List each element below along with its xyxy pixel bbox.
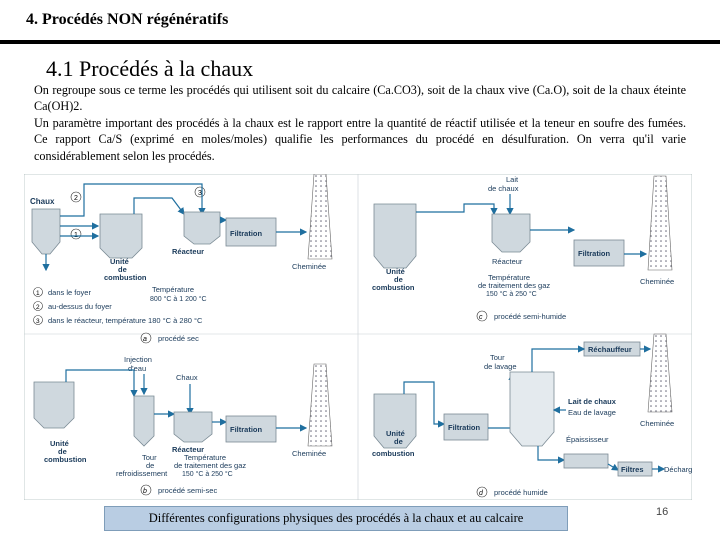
svg-text:Réacteur: Réacteur (172, 445, 204, 454)
svg-text:b: b (143, 488, 147, 495)
process-diagram: Chaux 2 1 3 Unité de combustion Réacteur… (24, 174, 692, 500)
svg-text:Cheminée: Cheminée (292, 449, 326, 458)
c-filtration-box (573, 239, 625, 267)
a-silo (31, 208, 61, 255)
svg-text:Eau de lavage: Eau de lavage (568, 408, 616, 417)
svg-text:Filtration: Filtration (448, 423, 480, 432)
svg-text:Température: Température (488, 273, 530, 282)
svg-text:de: de (394, 437, 403, 446)
svg-text:Unité: Unité (386, 429, 405, 438)
svg-text:Unité: Unité (50, 439, 69, 448)
svg-text:Épaississeur: Épaississeur (566, 435, 609, 444)
svg-text:800 °C à 1 200 °C: 800 °C à 1 200 °C (150, 295, 207, 303)
svg-text:refroidissement: refroidissement (116, 469, 168, 478)
svg-text:Tour: Tour (490, 353, 505, 362)
svg-text:dans le foyer: dans le foyer (48, 288, 91, 297)
svg-text:de lavage: de lavage (484, 362, 517, 371)
svg-text:au-dessus du foyer: au-dessus du foyer (48, 302, 112, 311)
svg-text:combustion: combustion (372, 283, 415, 292)
svg-text:Température: Température (152, 285, 194, 294)
b-combustion-unit (33, 381, 75, 429)
d-combustion-unit (373, 393, 417, 449)
svg-text:2: 2 (36, 304, 40, 311)
svg-text:Réacteur: Réacteur (172, 247, 204, 256)
panel-b: Injection d'eau Chaux Unité de combustio… (33, 355, 333, 496)
svg-text:de: de (58, 447, 67, 456)
svg-text:Réacteur: Réacteur (492, 257, 523, 266)
section-subtitle: 4.1 Procédés à la chaux (46, 56, 254, 81)
svg-text:Lait de chaux: Lait de chaux (568, 397, 617, 406)
slide-title: 4. Procédés NON régénératifs (26, 11, 229, 28)
svg-text:dans le réacteur, température: dans le réacteur, température 180 °C à 2… (48, 316, 203, 325)
b-chimney (307, 363, 333, 447)
b-filtration-box (225, 415, 277, 443)
paragraph-2: Un paramètre important des procédés à la… (34, 115, 686, 163)
svg-text:3: 3 (36, 318, 40, 325)
d-washing-tower (509, 371, 555, 447)
svg-text:de traitement des gaz: de traitement des gaz (174, 461, 246, 470)
svg-text:c: c (479, 314, 483, 321)
svg-text:3: 3 (198, 190, 202, 197)
svg-text:Chaux: Chaux (176, 373, 198, 382)
svg-text:procédé semi-humide: procédé semi-humide (494, 312, 566, 321)
svg-text:Réchauffeur: Réchauffeur (588, 345, 632, 354)
a-combustion-unit (99, 213, 143, 259)
a-chaux-label: Chaux (30, 197, 55, 206)
svg-text:Température: Température (184, 453, 226, 462)
svg-text:d'eau: d'eau (128, 364, 146, 373)
svg-text:Décharge: Décharge (664, 465, 692, 474)
figure-caption: Différentes configurations physiques des… (104, 506, 568, 531)
svg-text:2: 2 (74, 195, 78, 202)
svg-text:Injection: Injection (124, 355, 152, 364)
panel-a: Chaux 2 1 3 Unité de combustion Réacteur… (30, 174, 333, 344)
body-text: On regroupe sous ce terme les procédés q… (34, 82, 686, 164)
b-cooling-tower (133, 395, 155, 447)
svg-text:Unité: Unité (110, 257, 129, 266)
svg-text:procédé humide: procédé humide (494, 488, 548, 497)
svg-text:procédé sec: procédé sec (158, 334, 199, 343)
c-combustion-unit (373, 203, 417, 269)
c-chimney (647, 175, 673, 271)
svg-text:Cheminée: Cheminée (640, 277, 674, 286)
svg-text:Unité: Unité (386, 267, 405, 276)
svg-text:Filtration: Filtration (578, 249, 610, 258)
svg-text:de traitement des gaz: de traitement des gaz (478, 281, 550, 290)
svg-text:a: a (143, 336, 147, 343)
page-number: 16 (656, 506, 669, 518)
title-rule (0, 40, 720, 44)
svg-text:de: de (394, 275, 403, 284)
svg-text:d: d (479, 490, 484, 497)
a-num2-circle (70, 191, 82, 203)
a-filtration-box (225, 217, 277, 247)
svg-text:Filtration: Filtration (230, 425, 262, 434)
panel-c: Lait de chaux Unité de combustion Réacte… (372, 175, 674, 322)
svg-text:Filtres: Filtres (621, 465, 644, 474)
svg-text:procédé semi-sec: procédé semi-sec (158, 486, 217, 495)
svg-text:combustion: combustion (104, 273, 147, 282)
svg-text:1: 1 (36, 290, 40, 297)
d-epaississeur-box (563, 453, 609, 469)
svg-text:Lait: Lait (506, 175, 519, 184)
svg-text:Tour: Tour (142, 453, 157, 462)
c-reactor (491, 213, 531, 253)
svg-text:Filtration: Filtration (230, 229, 262, 238)
paragraph-1: On regroupe sous ce terme les procédés q… (34, 83, 686, 114)
b-reactor (173, 411, 213, 443)
d-filtration-box (443, 413, 489, 441)
svg-text:de: de (118, 265, 127, 274)
svg-text:Cheminée: Cheminée (292, 262, 326, 271)
svg-text:combustion: combustion (372, 449, 415, 458)
d-chimney (647, 333, 673, 413)
panel-d: Réchauffeur Unité de combustion Filtrati… (372, 333, 692, 498)
svg-text:combustion: combustion (44, 455, 87, 464)
svg-text:Cheminée: Cheminée (640, 419, 674, 428)
a-reactor (183, 211, 221, 245)
svg-text:de chaux: de chaux (488, 184, 519, 193)
svg-text:150 °C à 250 °C: 150 °C à 250 °C (486, 290, 537, 298)
svg-text:150 °C à 250 °C: 150 °C à 250 °C (182, 470, 233, 478)
svg-text:de: de (146, 461, 154, 470)
a-chimney (307, 174, 333, 260)
